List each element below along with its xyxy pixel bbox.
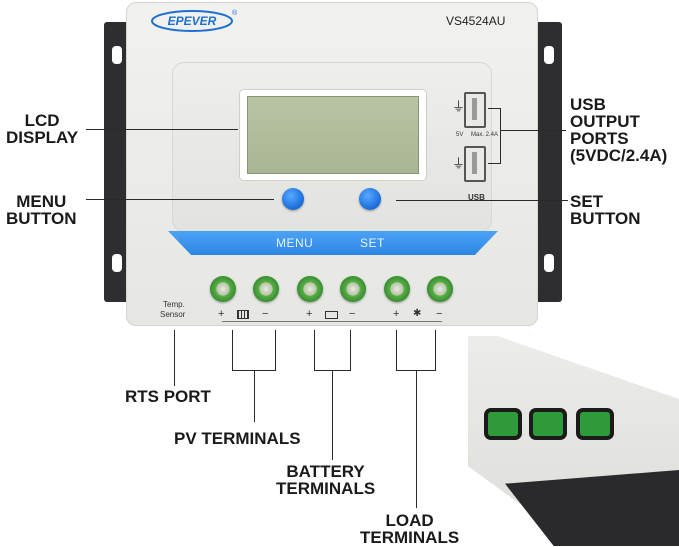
pv-leader-right — [275, 330, 276, 370]
model-number: VS4524AU — [446, 14, 506, 28]
pv-callout: PV TERMINALS — [174, 429, 301, 448]
battery-leader-left — [314, 330, 315, 370]
menu-leader-line — [86, 199, 274, 200]
lcd-callout-line2: DISPLAY — [6, 128, 79, 147]
battery-icon — [325, 311, 338, 319]
battery-leader-stem — [332, 370, 333, 460]
battery-leader-right — [350, 330, 351, 370]
usb-bracket-top — [488, 108, 500, 109]
battery-plus-sign: + — [306, 308, 313, 320]
solar-panel-icon — [237, 310, 249, 319]
load-callout: LOAD TERMINALS — [360, 512, 459, 546]
terminal-baseline — [222, 321, 442, 322]
usb-symbol-icon: ⏚ — [452, 99, 466, 114]
lcd-callout: LCD DISPLAY — [6, 112, 78, 146]
temp-sensor-label-2: Sensor — [160, 310, 186, 319]
pv-positive-terminal[interactable] — [210, 276, 236, 302]
set-callout-line2: BUTTON — [570, 209, 641, 228]
label-band — [168, 231, 498, 255]
usb-callout-line2: OUTPUT — [570, 112, 640, 131]
load-plus-sign: + — [393, 308, 400, 320]
menu-band-label: MENU — [276, 236, 314, 250]
load-positive-terminal[interactable] — [384, 276, 410, 302]
set-callout-line1: SET — [570, 192, 604, 211]
usb-leader-line — [500, 130, 566, 131]
lcd-callout-line1: LCD — [24, 111, 60, 130]
menu-callout: MENU BUTTON — [6, 193, 77, 227]
left-mounting-slot-bottom — [112, 254, 122, 272]
load-minus-sign: − — [436, 308, 443, 320]
usb-bracket-vertical — [500, 108, 501, 164]
zoom-green-block-3 — [580, 412, 610, 436]
rts-leader-vertical — [174, 330, 175, 386]
set-button[interactable] — [359, 188, 381, 210]
battery-positive-terminal[interactable] — [297, 276, 323, 302]
set-leader-line — [396, 200, 568, 201]
menu-button[interactable] — [282, 188, 304, 210]
battery-minus-sign: − — [349, 308, 356, 320]
usb-callout-line3: PORTS — [570, 129, 629, 148]
temp-sensor-label-1: Temp. — [163, 300, 185, 309]
load-leader-right — [435, 330, 436, 370]
brand-name: EPEVER — [168, 14, 217, 28]
lcd-display — [247, 96, 419, 174]
usb-port-bottom[interactable] — [464, 146, 486, 182]
load-callout-line1: LOAD — [385, 511, 434, 530]
pv-leader-left — [232, 330, 233, 370]
bulb-icon: ✱ — [413, 308, 422, 319]
load-leader-left — [396, 330, 397, 370]
load-negative-terminal[interactable] — [427, 276, 453, 302]
usb-voltage-label: 5V — [456, 132, 464, 138]
pv-plus-sign: + — [218, 308, 225, 320]
load-callout-line2: TERMINALS — [360, 528, 460, 547]
battery-callout: BATTERY TERMINALS — [276, 463, 375, 497]
usb-callout-line4: (5VDC/2.4A) — [570, 146, 668, 165]
zoom-green-block-1 — [488, 412, 518, 436]
set-callout: SET BUTTON — [570, 193, 641, 227]
usb-max-label: Max. 2.4A — [471, 132, 499, 138]
battery-negative-terminal[interactable] — [340, 276, 366, 302]
left-mounting-slot-top — [112, 46, 122, 64]
battery-callout-line1: BATTERY — [286, 462, 365, 481]
pv-minus-sign: − — [262, 308, 269, 320]
load-leader-stem — [416, 370, 417, 508]
set-band-label: SET — [360, 236, 385, 250]
lcd-leader-line — [86, 129, 238, 130]
pv-leader-stem — [254, 370, 255, 422]
right-mounting-slot-top — [544, 46, 554, 64]
zoom-green-block-2 — [533, 412, 563, 436]
menu-callout-line1: MENU — [16, 192, 67, 211]
usb-bracket-bottom — [488, 163, 500, 164]
usb-callout: USB OUTPUT PORTS (5VDC/2.4A) — [570, 96, 667, 164]
battery-callout-line2: TERMINALS — [276, 479, 376, 498]
rts-callout: RTS PORT — [125, 387, 211, 406]
usb-port-top[interactable] — [464, 92, 486, 128]
right-mounting-slot-bottom — [544, 254, 554, 272]
usb-label: USB — [468, 193, 485, 202]
pv-negative-terminal[interactable] — [253, 276, 279, 302]
brand-logo: EPEVER — [150, 8, 234, 34]
usb-symbol-icon: ⏚ — [452, 156, 466, 171]
usb-callout-line1: USB — [570, 95, 606, 114]
registered-mark: ® — [232, 10, 238, 17]
menu-callout-line2: BUTTON — [6, 209, 77, 228]
